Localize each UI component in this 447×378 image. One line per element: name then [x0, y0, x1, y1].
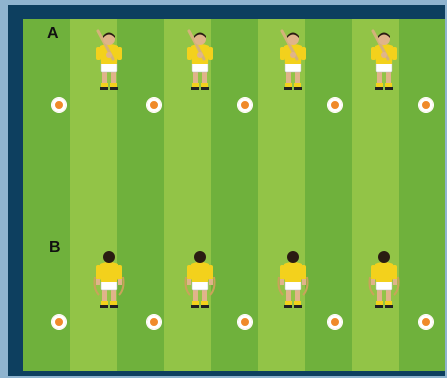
cone-icon	[238, 98, 252, 112]
player-icon	[180, 247, 220, 316]
player-icon	[180, 29, 220, 98]
cone-icon	[238, 315, 252, 329]
cone-icon	[328, 315, 342, 329]
player-icon	[364, 29, 404, 98]
cone-icon	[147, 98, 161, 112]
player-icon	[273, 29, 313, 98]
pitch: A B	[23, 19, 445, 371]
player-icon	[89, 247, 129, 316]
row-a-label: A	[47, 25, 59, 43]
player-icon	[273, 247, 313, 316]
cone-icon	[419, 315, 433, 329]
cone-icon	[52, 315, 66, 329]
cone-icon	[419, 98, 433, 112]
diagram-frame: A B	[8, 5, 445, 376]
cone-icon	[328, 98, 342, 112]
player-icon	[364, 247, 404, 316]
player-icon	[89, 29, 129, 98]
cone-icon	[147, 315, 161, 329]
cone-icon	[52, 98, 66, 112]
row-b-label: B	[49, 239, 61, 257]
